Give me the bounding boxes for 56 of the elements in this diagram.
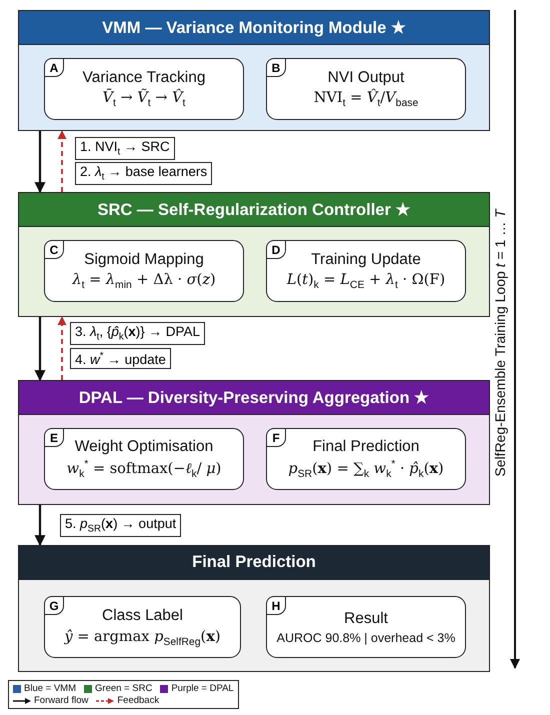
loop-label: SelfReg-Ensemble Training Loop t = 1 … T [492,208,508,479]
module-panel [18,192,490,317]
step-letter: H [266,596,286,615]
output-panel [18,545,490,672]
legend-text: Purple = DPAL [171,683,234,694]
step-label: 1. NVI$_{t}$ → SRC [75,137,175,160]
step-letter: B [266,58,286,77]
step-title: Weight Optimisation [74,438,214,456]
legend-text: Forward flow [34,695,88,706]
panel-title: Final Prediction [19,546,489,580]
module-panel [18,380,490,505]
flow-arrow [34,505,46,546]
step-title: Variance Tracking [82,69,206,88]
step-formula: AUROC 90.8% | overhead < 3% [276,630,456,644]
step-formula: w$_{k}$$^{*}$ = softmax(−ℓ$_{k}$/ μ) [66,459,222,480]
step-card [266,428,466,490]
flow-arrow [34,317,46,382]
module-panel [18,10,490,131]
step-title: Result [344,610,388,628]
legend-text: Green = SRC [95,683,152,694]
step-label: 4. w$^{*}$ → update [70,348,171,368]
step-title: Sigmoid Mapping [84,251,204,270]
step-formula: L(t)$_{k}$ = L$_{CE}$ + λ$_{t}$ · Ω(F) [286,272,446,291]
step-title: Final Prediction [312,438,420,456]
step-card [44,240,244,302]
step-title: NVI Output [328,69,404,88]
step-card [266,58,466,120]
legend-text: Blue = VMM [24,683,76,694]
step-card [44,596,241,658]
feedback-arrow [58,130,66,192]
step-card [266,596,466,658]
step-label: 3. λ$_{t}$, {p̂$_{k}$(x)} → DPAL [70,322,206,345]
step-letter: D [266,240,286,259]
step-card [266,240,466,302]
feedback-arrow [58,316,66,380]
panel-title: SRC — Self-Regularization Controller ★ [19,193,489,227]
panel-title: VMM — Variance Monitoring Module ★ [19,11,489,45]
step-formula: ŷ = argmax p$_{SelfReg}$(x) [64,628,221,648]
legend-text: Feedback [117,695,160,706]
step-formula: λ$_{t}$ = λ$_{min}$ + Δλ · σ(z) [72,272,216,291]
step-formula: NVI$_{t}$ = V̂$_{t}$/V$_{base}$ [314,90,418,109]
panel-title: DPAL — Diversity-Preserving Aggregation ★ [19,381,489,415]
step-card [44,428,244,490]
step-letter: G [44,596,64,615]
step-letter: C [44,240,64,259]
step-formula: p$_{SR}$(x) = ∑$_{k}$ w$_{k}$$^{*}$ · p̂$_{k}$(x) [288,459,444,480]
step-letter: A [44,58,64,77]
step-label: 5. p$_{SR}$(x) → output [60,514,182,537]
step-formula: V̄$_{t}$ → Ṽ$_{t}$ → V̂$_{t}$ [102,90,186,109]
step-letter: F [266,428,286,447]
step-letter: E [44,428,64,447]
step-label: 2. λ$_{t}$ → base learners [75,162,212,185]
step-title: Class Label [102,606,183,625]
step-card [44,58,244,120]
flow-arrow [34,131,46,194]
step-title: Training Update [311,251,421,270]
